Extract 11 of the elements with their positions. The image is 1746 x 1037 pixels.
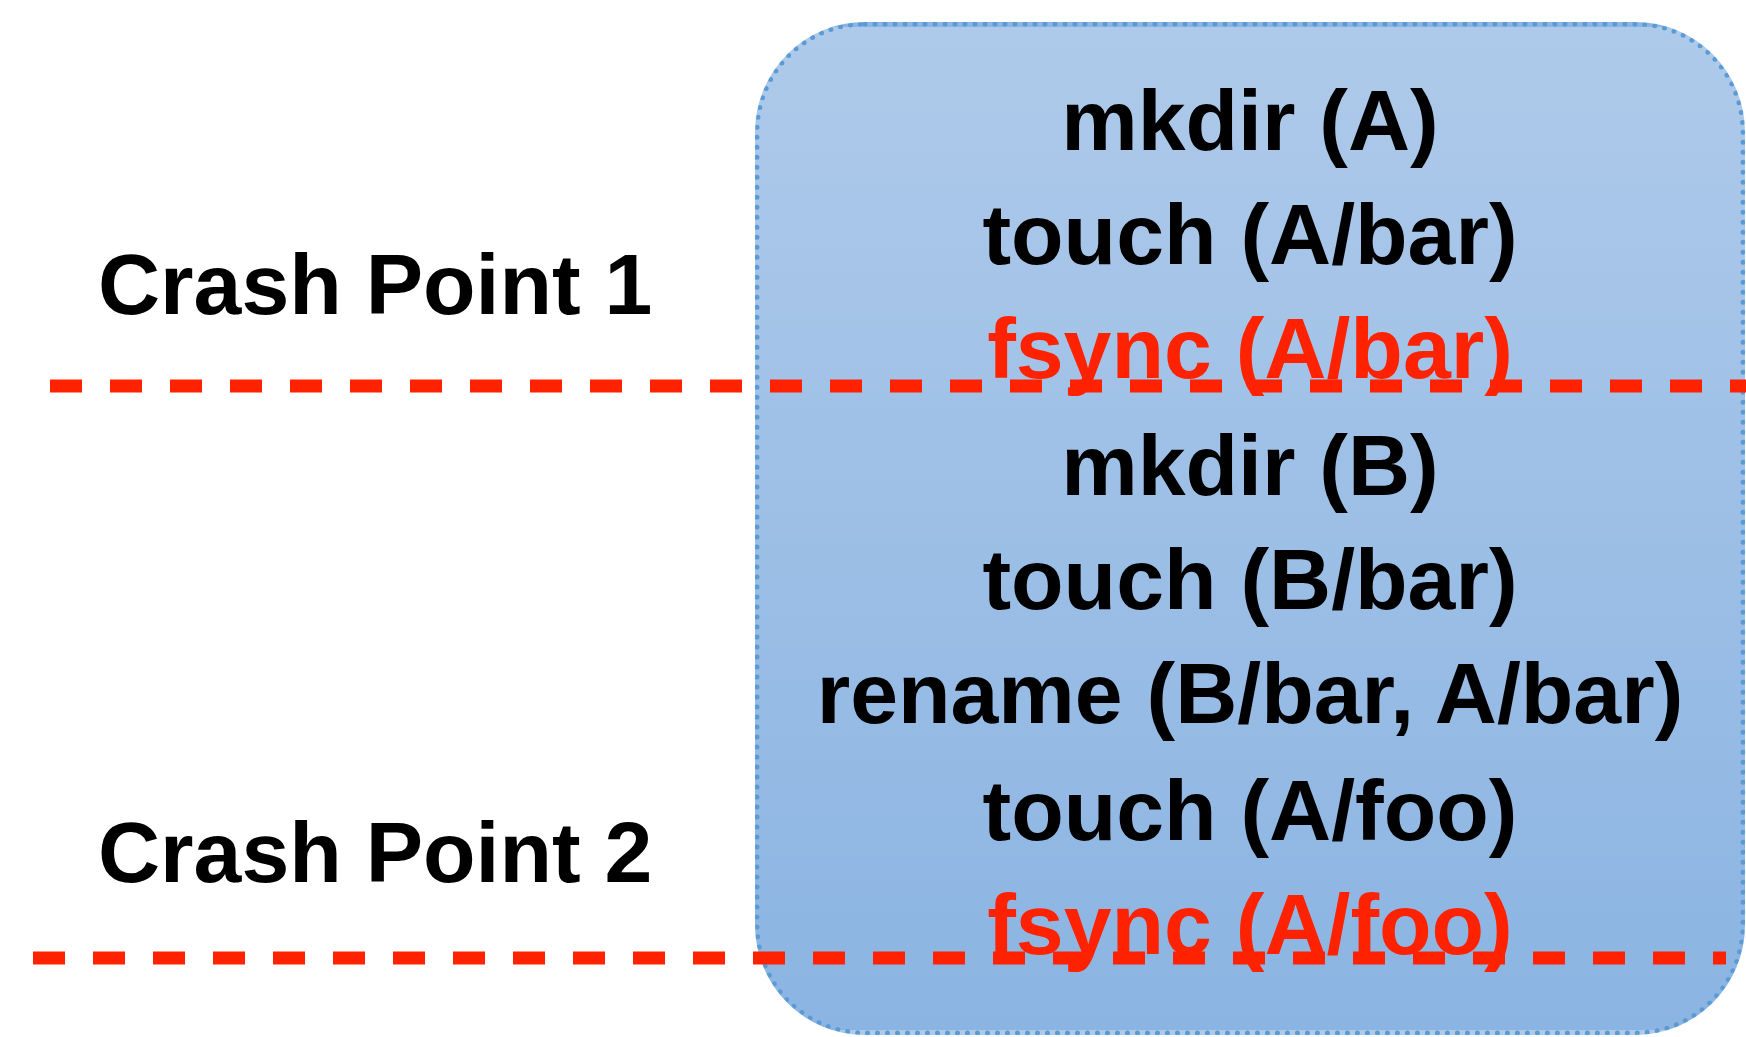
command-text: fsync (A/bar) [987,299,1513,398]
command-text: touch (A/foo) [982,761,1518,860]
command-text: mkdir (B) [1061,416,1439,515]
command-text: touch (A/bar) [982,185,1518,284]
crash-point-label: Crash Point 2 [98,803,653,902]
command-text: rename (B/bar, A/bar) [816,644,1684,743]
rounded-box [755,22,1745,1035]
command-text: mkdir (A) [1061,71,1439,170]
command-text: touch (B/bar) [982,530,1518,629]
crash-point-label: Crash Point 1 [98,235,653,334]
command-text: fsync (A/foo) [987,875,1513,974]
